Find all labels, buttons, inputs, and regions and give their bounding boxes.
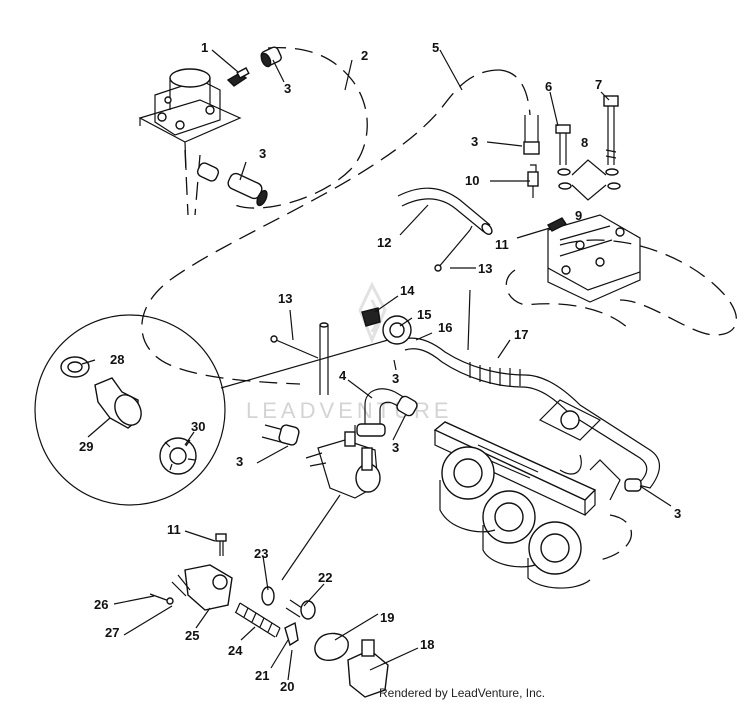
watermark-text: LEADVENTURE	[246, 398, 453, 423]
callout-3: 3	[392, 440, 399, 455]
clamp-3-left	[196, 162, 268, 207]
callout-labels: 1 2 3 3 3 5 6 7 8 10 9 11 12 13 13 14 15…	[79, 40, 681, 694]
hose-16-17	[399, 337, 660, 492]
callout-24: 24	[228, 643, 243, 658]
callout-12: 12	[377, 235, 391, 250]
callout-23: 23	[254, 546, 268, 561]
callout-3: 3	[284, 81, 291, 96]
clamp-3-lower	[261, 424, 300, 446]
callout-25: 25	[185, 628, 199, 643]
callout-3: 3	[236, 454, 243, 469]
callout-1: 1	[201, 40, 208, 55]
ties-13	[270, 225, 473, 359]
callout-16: 16	[438, 320, 452, 335]
callout-10: 10	[465, 173, 479, 188]
callout-2: 2	[361, 48, 368, 63]
callout-21: 21	[255, 668, 269, 683]
fitting-11-top	[546, 217, 568, 232]
callout-18: 18	[420, 637, 434, 652]
callout-4: 4	[339, 368, 347, 383]
callout-6: 6	[545, 79, 552, 94]
callout-28: 28	[110, 352, 124, 367]
watermark: LEADVENTURE	[246, 281, 453, 423]
callout-19: 19	[380, 610, 394, 625]
pump-body	[305, 425, 381, 499]
callout-29: 29	[79, 439, 93, 454]
callout-3: 3	[392, 371, 399, 386]
callout-22: 22	[318, 570, 332, 585]
tank-mount	[138, 68, 242, 171]
callout-20: 20	[280, 679, 294, 694]
clamp-3-top	[260, 46, 282, 68]
callout-13: 13	[478, 261, 492, 276]
elbow-4	[356, 388, 418, 437]
callout-7: 7	[595, 77, 602, 92]
leader-lines	[81, 49, 672, 681]
pump-exploded	[149, 494, 389, 698]
fitting-1	[226, 67, 250, 87]
hose-right-top	[523, 115, 540, 198]
detail-circle	[34, 314, 389, 506]
callout-14: 14	[400, 283, 415, 298]
credit-text: Rendered by LeadVenture, Inc.	[379, 686, 545, 700]
engine-block	[547, 214, 641, 303]
hose-12	[397, 187, 493, 235]
callout-3: 3	[259, 146, 266, 161]
callout-15: 15	[417, 307, 431, 322]
bolts	[555, 95, 621, 201]
callout-11: 11	[167, 522, 181, 537]
callout-27: 27	[105, 625, 119, 640]
callout-3: 3	[674, 506, 681, 521]
phantom-outlines	[141, 47, 738, 561]
callout-30: 30	[191, 419, 205, 434]
callout-5: 5	[432, 40, 439, 55]
callout-11: 11	[495, 237, 509, 252]
exhaust-manifold	[433, 399, 621, 589]
callout-17: 17	[514, 327, 528, 342]
callout-26: 26	[94, 597, 108, 612]
callout-8: 8	[581, 135, 588, 150]
callout-9: 9	[575, 208, 582, 223]
callout-13: 13	[278, 291, 292, 306]
callout-3: 3	[471, 134, 478, 149]
fittings-14-15	[361, 307, 412, 345]
